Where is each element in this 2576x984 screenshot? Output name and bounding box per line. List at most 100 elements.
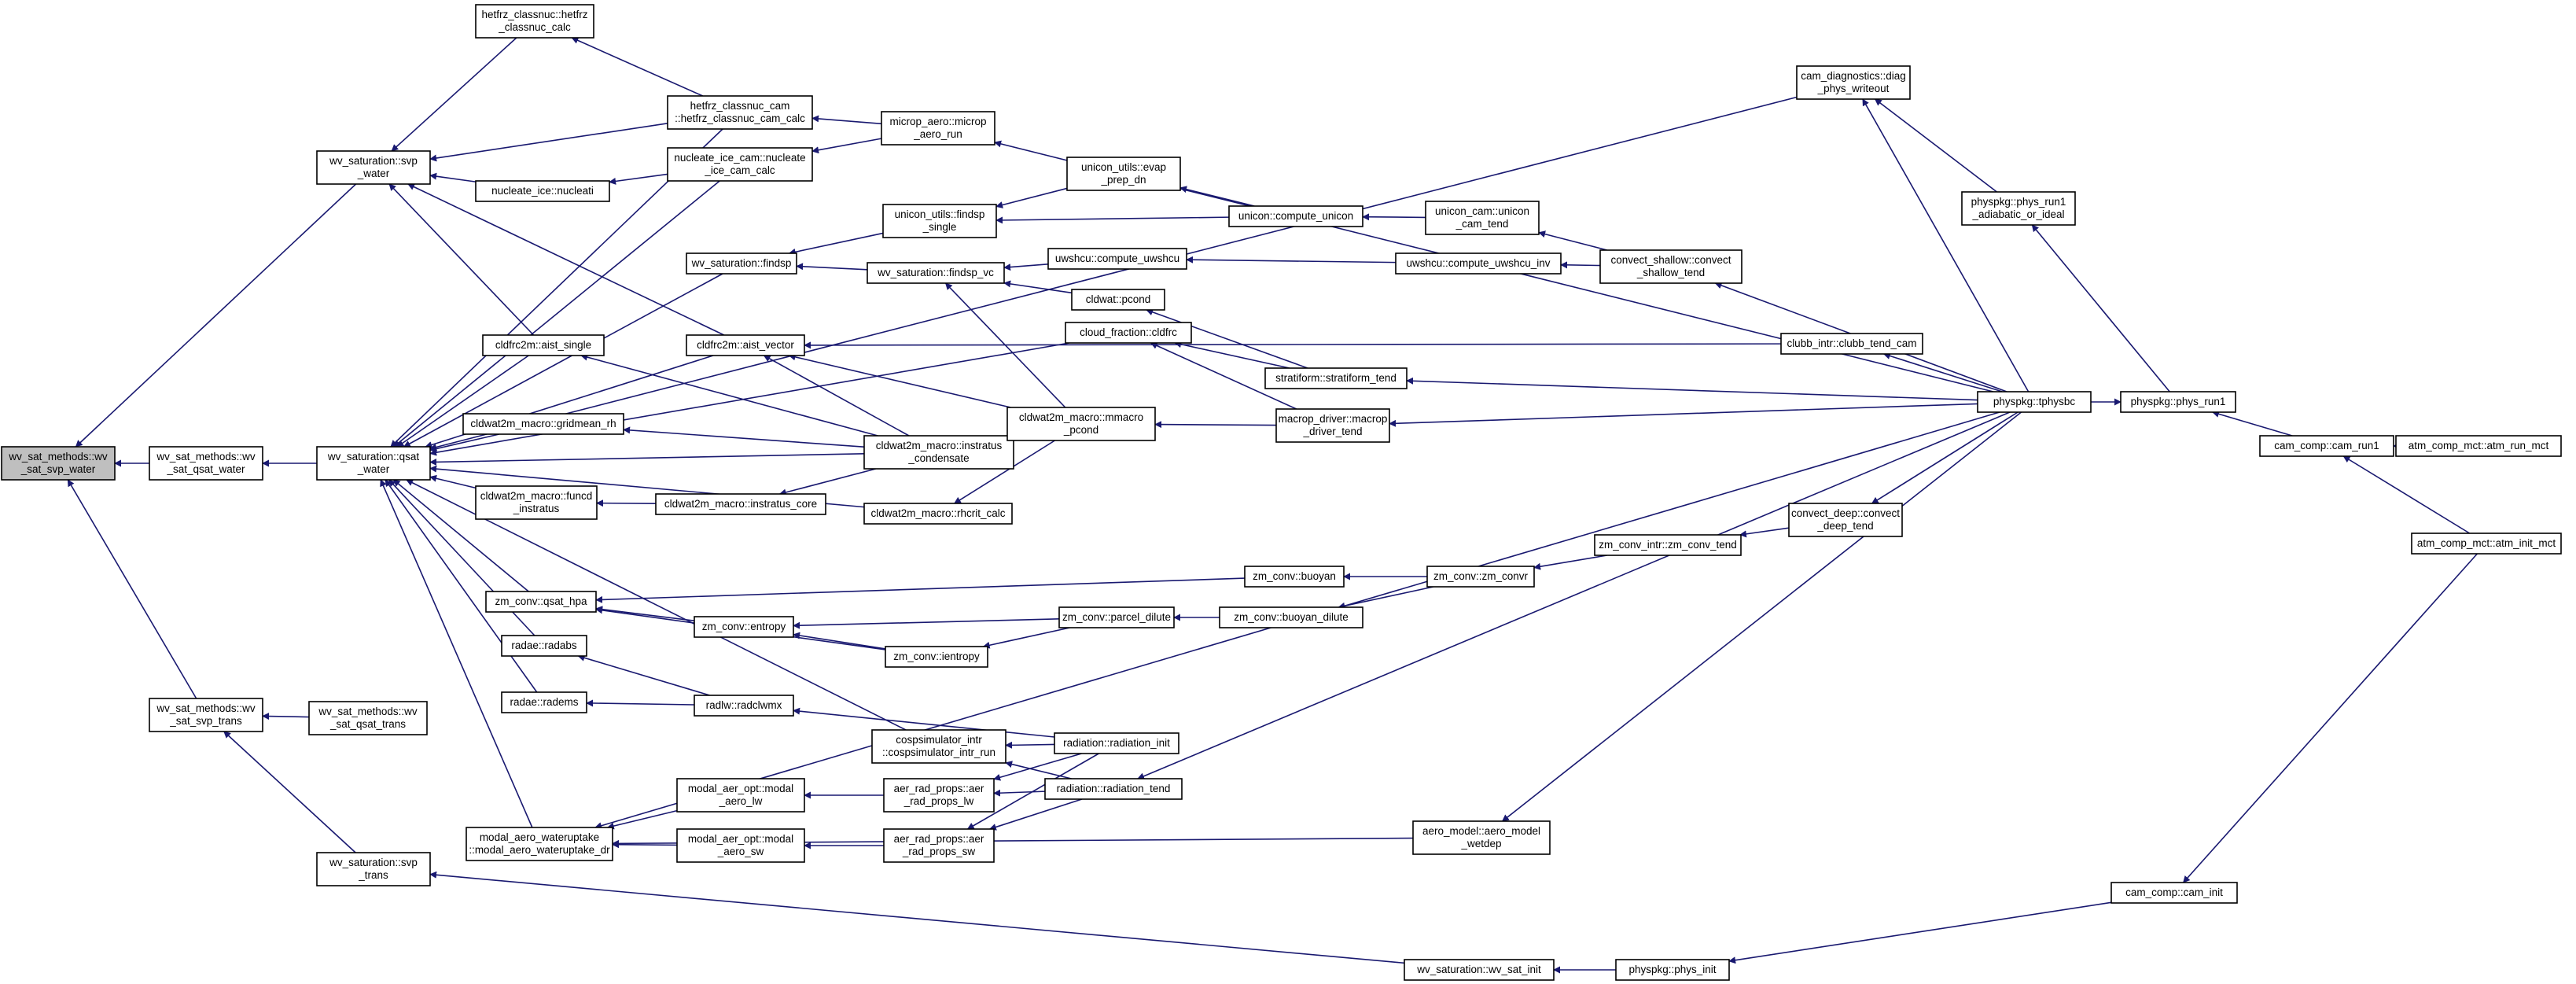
function-node[interactable]: wv_saturation::svp_trans <box>316 852 431 886</box>
node-label: wv_sat_methods::wv <box>318 706 418 717</box>
function-node[interactable]: zm_conv::parcel_dilute <box>1058 606 1175 628</box>
function-node[interactable]: macrop_driver::macrop_driver_tend <box>1275 408 1390 443</box>
function-node[interactable]: radae::radems <box>501 691 587 713</box>
function-node[interactable]: zm_conv::buoyan <box>1244 566 1345 588</box>
function-node[interactable]: physpkg::phys_run1_adiabatic_or_ideal <box>1961 191 2076 226</box>
call-edge <box>1186 256 1397 264</box>
function-node[interactable]: cam_comp::cam_init <box>2110 882 2238 904</box>
function-node[interactable]: modal_aero_wateruptake::modal_aero_water… <box>466 827 613 861</box>
node-label: _driver_tend <box>1302 426 1362 437</box>
function-node[interactable]: physpkg::phys_run1 <box>2120 391 2236 413</box>
function-node[interactable]: cospsimulator_intr::cospsimulator_intr_r… <box>871 729 1006 764</box>
node-label: _instratus <box>513 503 560 514</box>
function-node[interactable]: unicon::compute_unicon <box>1228 205 1363 227</box>
function-node[interactable]: cam_diagnostics::diag_phys_writeout <box>1796 65 1911 100</box>
function-node[interactable]: radiation::radiation_init <box>1054 732 1179 754</box>
node-box <box>1426 566 1535 588</box>
function-node[interactable]: clubb_intr::clubb_tend_cam <box>1780 333 1923 355</box>
function-node[interactable]: uwshcu::compute_uwshcu_inv <box>1395 252 1562 275</box>
function-node[interactable]: modal_aer_opt::modal_aero_lw <box>676 778 805 813</box>
node-label: ::cospsimulator_intr_run <box>882 746 995 758</box>
function-node[interactable]: unicon_utils::findsp_single <box>882 204 997 238</box>
call-edge <box>390 128 723 448</box>
edges-layer <box>67 37 2478 974</box>
function-node[interactable]: hetfrz_classnuc::hetfrz_classnuc_calc <box>475 4 594 39</box>
node-label: _aero_run <box>913 128 962 140</box>
function-node[interactable]: aero_model::aero_model_wetdep <box>1412 820 1551 855</box>
function-node[interactable]: nucleate_ice::nucleati <box>475 180 610 202</box>
call-edge <box>429 123 668 162</box>
node-label: stratiform::stratiform_tend <box>1275 372 1397 384</box>
node-box <box>1066 157 1181 191</box>
function-node[interactable]: radae::radabs <box>501 635 587 657</box>
call-edge <box>1739 527 1790 538</box>
function-node[interactable]: wv_sat_methods::wv_sat_svp_trans <box>149 698 263 732</box>
function-node[interactable]: modal_aer_opt::modal_aero_sw <box>676 828 805 863</box>
node-label: wv_saturation::wv_sat_init <box>1416 964 1541 975</box>
function-node[interactable]: unicon_cam::unicon_cam_tend <box>1425 201 1540 235</box>
node-label: unicon_utils::findsp <box>895 208 985 220</box>
function-node[interactable]: physpkg::tphysbc <box>1977 391 2092 413</box>
function-node[interactable]: convect_deep::convect_deep_tend <box>1788 503 1903 537</box>
function-node[interactable]: wv_saturation::findsp <box>686 252 797 275</box>
node-box <box>1961 191 2076 226</box>
call-edge <box>391 37 517 152</box>
call-edge <box>811 115 882 125</box>
call-edge <box>763 355 910 437</box>
function-node[interactable]: atm_comp_mct::atm_init_mct <box>2411 533 2562 555</box>
call-edge <box>778 468 877 496</box>
node-label: radlw::radclwmx <box>706 699 782 711</box>
function-node[interactable]: cldwat2m_macro::gridmean_rh <box>462 413 624 435</box>
call-edge <box>2031 224 2170 392</box>
function-node[interactable]: cldfrc2m::aist_single <box>482 334 605 356</box>
function-node[interactable]: cloud_fraction::cldfrc <box>1065 322 1192 344</box>
function-node[interactable]: cam_comp::cam_run1 <box>2259 435 2394 457</box>
function-node[interactable]: nucleate_ice_cam::nucleate_ice_cam_calc <box>667 147 813 182</box>
function-node[interactable]: zm_conv_intr::zm_conv_tend <box>1594 534 1742 556</box>
node-label: wv_saturation::svp <box>329 857 418 868</box>
root-function-node[interactable]: wv_sat_methods::wv_sat_svp_water <box>1 446 116 481</box>
function-node[interactable]: unicon_utils::evap_prep_dn <box>1066 157 1181 191</box>
call-edge <box>571 37 704 97</box>
function-node[interactable]: cldwat2m_macro::funcd_instratus <box>475 485 598 520</box>
node-label: physpkg::tphysbc <box>1993 396 2076 407</box>
function-node[interactable]: wv_saturation::findsp_vc <box>867 262 1005 284</box>
call-edge <box>67 479 197 699</box>
function-node[interactable]: wv_sat_methods::wv_sat_qsat_trans <box>308 701 428 735</box>
function-node[interactable]: hetfrz_classnuc_cam::hetfrz_classnuc_cam… <box>667 95 813 130</box>
call-edge <box>1533 555 1607 570</box>
function-node[interactable]: aer_rad_props::aer_rad_props_sw <box>883 828 995 863</box>
node-box <box>1977 391 2092 413</box>
function-node[interactable]: wv_saturation::qsat_water <box>316 446 431 481</box>
function-node[interactable]: radlw::radclwmx <box>694 695 794 717</box>
function-node[interactable]: cldfrc2m::aist_vector <box>686 334 805 356</box>
function-node[interactable]: zm_conv::zm_convr <box>1426 566 1535 588</box>
call-edge <box>1362 213 1426 221</box>
call-edge <box>580 353 878 437</box>
node-label: _wetdep <box>1460 838 1501 849</box>
function-node[interactable]: stratiform::stratiform_tend <box>1264 367 1408 389</box>
function-node[interactable]: cldwat2m_macro::instratus_condensate <box>863 435 1014 470</box>
function-node[interactable]: zm_conv::qsat_hpa <box>485 591 597 613</box>
function-node[interactable]: zm_conv::entropy <box>694 616 794 638</box>
node-label: atm_comp_mct::atm_run_mct <box>2409 440 2549 451</box>
function-node[interactable]: zm_conv::ientropy <box>885 646 988 668</box>
function-node[interactable]: cldwat2m_macro::mmacro_pcond <box>1006 407 1156 441</box>
function-node[interactable]: aer_rad_props::aer_rad_props_lw <box>883 778 995 813</box>
function-node[interactable]: wv_saturation::svp_water <box>316 150 431 185</box>
function-node[interactable]: uwshcu::compute_uwshcu <box>1047 248 1187 270</box>
function-node[interactable]: radiation::radiation_tend <box>1044 778 1183 800</box>
function-node[interactable]: convect_shallow::convect_shallow_tend <box>1599 249 1742 284</box>
function-node[interactable]: wv_saturation::wv_sat_init <box>1404 959 1555 981</box>
function-node[interactable]: cldwat2m_macro::rhcrit_calc <box>863 503 1013 525</box>
node-label: zm_conv::parcel_dilute <box>1062 611 1171 623</box>
function-node[interactable]: cldwat2m_macro::instratus_core <box>655 493 826 515</box>
function-node[interactable]: physpkg::phys_init <box>1615 959 1730 981</box>
function-node[interactable]: cldwat::pcond <box>1071 289 1165 311</box>
function-node[interactable]: atm_comp_mct::atm_run_mct <box>2395 435 2562 457</box>
function-node[interactable]: microp_aero::microp_aero_run <box>881 111 995 146</box>
node-box <box>1219 606 1363 628</box>
function-node[interactable]: wv_sat_methods::wv_sat_qsat_water <box>149 446 263 481</box>
node-box <box>1 446 116 481</box>
function-node[interactable]: zm_conv::buoyan_dilute <box>1219 606 1363 628</box>
